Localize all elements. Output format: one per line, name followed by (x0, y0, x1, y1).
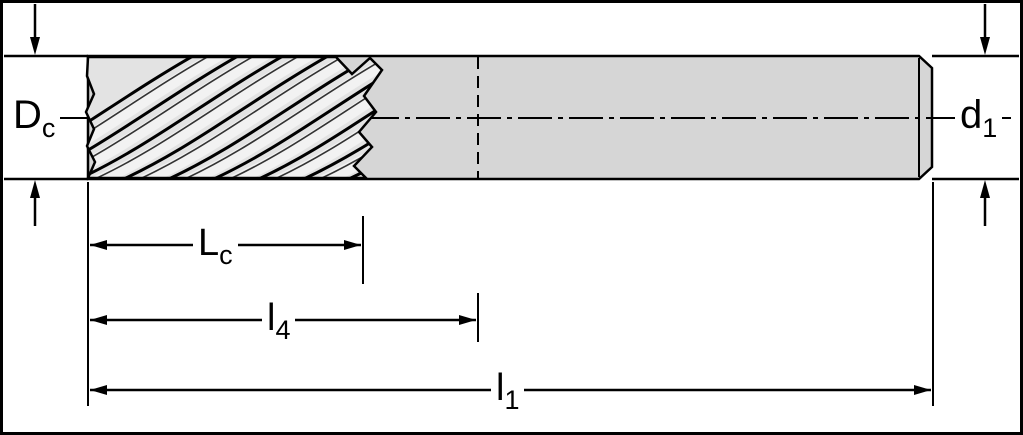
top-right-arrow (980, 4, 990, 55)
bottom-left-arrow (30, 180, 40, 226)
top-left-arrow (30, 4, 40, 55)
bottom-right-arrow (980, 180, 990, 226)
